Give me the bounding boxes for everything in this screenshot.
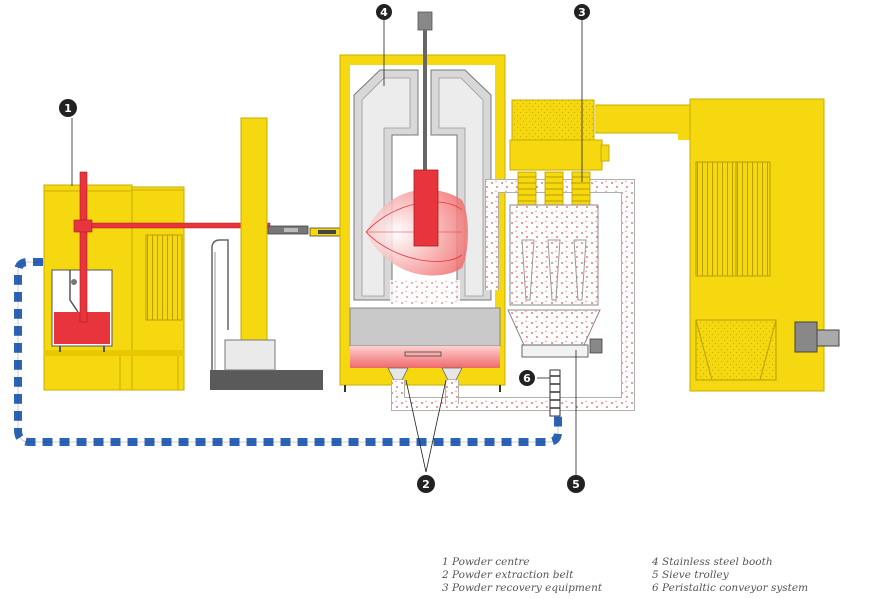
- callout-3: 3: [574, 4, 590, 20]
- callout-leaders: [71, 20, 583, 478]
- svg-text:1: 1: [64, 102, 72, 115]
- callout-6: 6: [519, 370, 535, 386]
- svg-text:4: 4: [380, 6, 388, 19]
- callout-1: 1: [59, 99, 77, 117]
- svg-text:2: 2: [422, 478, 430, 491]
- final-filter-unit: [689, 98, 840, 392]
- powder-recovery-equipment: [507, 99, 697, 417]
- legend-item: 3 Powder recovery equipment: [442, 582, 603, 594]
- legend-item: 2 Powder extraction belt: [442, 569, 574, 581]
- legend-item: 5 Sieve trolley: [652, 569, 729, 581]
- legend-right: 4 Stainless steel booth 5 Sieve trolley …: [652, 556, 808, 595]
- legend-left: 1 Powder centre 2 Powder extraction belt…: [442, 556, 602, 595]
- powder-centre: [43, 171, 271, 391]
- powder-return-duct: [391, 179, 635, 411]
- legend-item: 4 Stainless steel booth: [652, 556, 773, 568]
- svg-text:3: 3: [578, 6, 586, 19]
- filter-duct: [596, 107, 702, 140]
- legend-item: 1 Powder centre: [442, 556, 530, 568]
- callout-5: 5: [567, 475, 585, 493]
- svg-text:6: 6: [523, 372, 531, 385]
- legend-item: 6 Peristaltic conveyor system: [652, 582, 809, 594]
- svg-text:5: 5: [572, 478, 580, 491]
- gun-stand: [210, 117, 366, 390]
- callout-2: 2: [417, 475, 435, 493]
- stainless-steel-booth: [339, 11, 506, 392]
- callout-4: 4: [376, 4, 392, 20]
